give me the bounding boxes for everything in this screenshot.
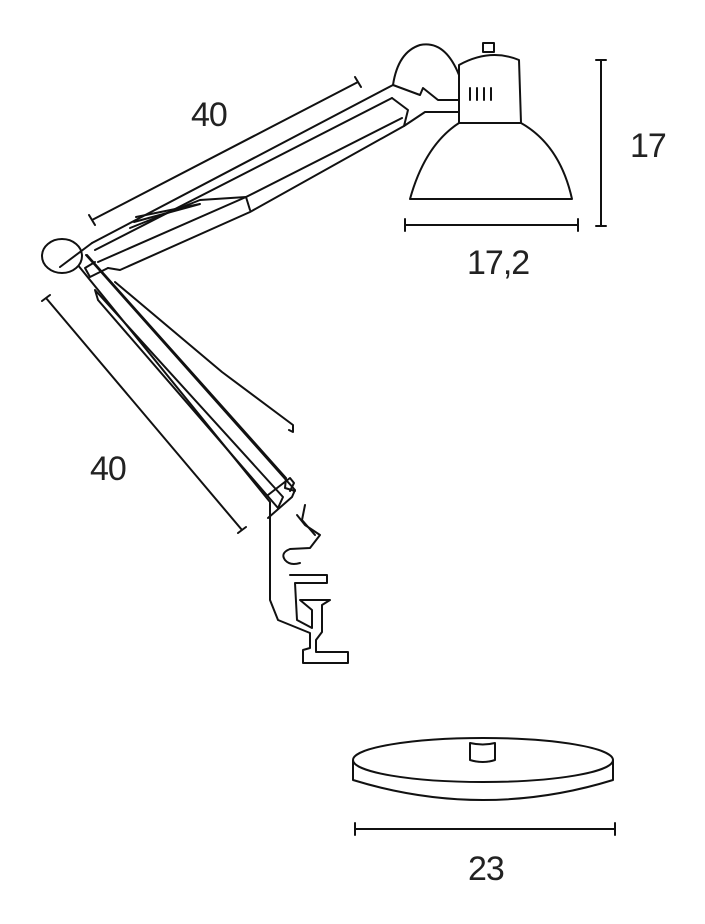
- elbow-joint: [41, 238, 83, 274]
- lamp-base: [352, 737, 614, 801]
- lamp-head: [392, 42, 573, 200]
- clamp: [269, 504, 349, 664]
- lower-arm-length-label: 40: [90, 450, 127, 488]
- upper-arm: [59, 84, 460, 278]
- shade-height-label: 17: [630, 127, 667, 165]
- base-diameter-label: 23: [468, 850, 505, 888]
- lower-arm: [59, 242, 296, 521]
- dimension-lines: [41, 59, 616, 836]
- shade-width-label: 17,2: [467, 244, 530, 282]
- upper-arm-length-label: 40: [191, 96, 228, 134]
